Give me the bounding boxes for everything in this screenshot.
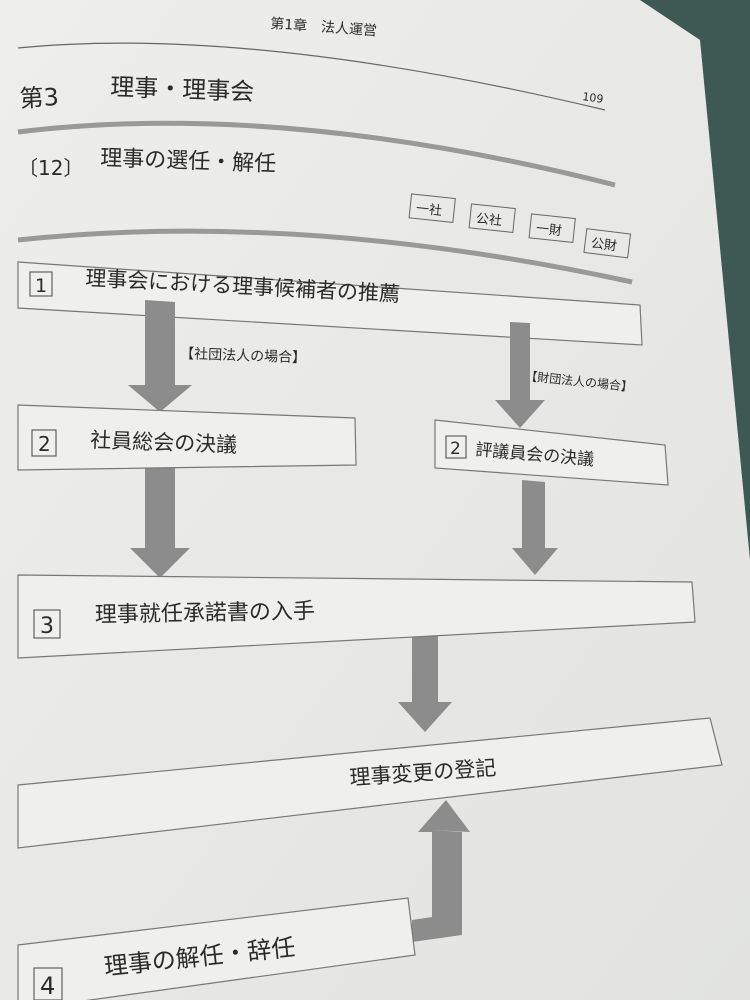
arrow-down-icon (128, 300, 192, 412)
section-rule (17, 120, 616, 188)
step1-number-box (29, 271, 53, 297)
arrow-up-icon (412, 800, 470, 942)
subsection-number: 〔12〕 (18, 156, 83, 180)
arrow-down-icon (130, 468, 190, 578)
registration-box (17, 717, 723, 849)
step1-box (17, 261, 643, 346)
step3-number-box (33, 609, 61, 639)
tag: 公社 (475, 211, 503, 230)
divider-rule (17, 228, 633, 285)
tag: 一社 (415, 201, 443, 220)
subsection-title: 理事の選任・解任 (100, 146, 277, 177)
step3-box (17, 574, 696, 659)
step2-councillors-box (434, 419, 669, 486)
category-tags: 一社 公社 一財 公財 (408, 193, 632, 259)
arrow-down-icon (512, 480, 558, 575)
arrow-down-icon (495, 322, 545, 428)
step2-left-number: 2 (38, 432, 51, 456)
tag: 一財 (535, 222, 562, 240)
arrow-down-icon (398, 622, 452, 732)
step1-number: 1 (35, 275, 47, 297)
step3-label: 理事就任承諾書の入手 (95, 599, 315, 628)
page-number: 109 (582, 90, 605, 106)
flow-arrows (128, 300, 558, 942)
tag: 公財 (590, 236, 618, 254)
step4-box (17, 897, 416, 1000)
section-number: 第3 (19, 83, 60, 113)
step4-number: 4 (40, 972, 55, 1000)
header-rule (17, 42, 606, 111)
section-title: 理事・理事会 (110, 73, 255, 106)
branch-label-incorporated-association: 【社団法人の場合】 (180, 346, 306, 366)
step2-left-number-box (31, 429, 57, 457)
step3-number: 3 (40, 614, 54, 639)
step2-right-number: 2 (450, 439, 461, 459)
step2-right-number-box (445, 435, 467, 459)
step4-number-box (33, 967, 63, 1000)
step2-members-box (17, 404, 357, 471)
step2-left-label: 社員総会の決議 (90, 428, 238, 457)
